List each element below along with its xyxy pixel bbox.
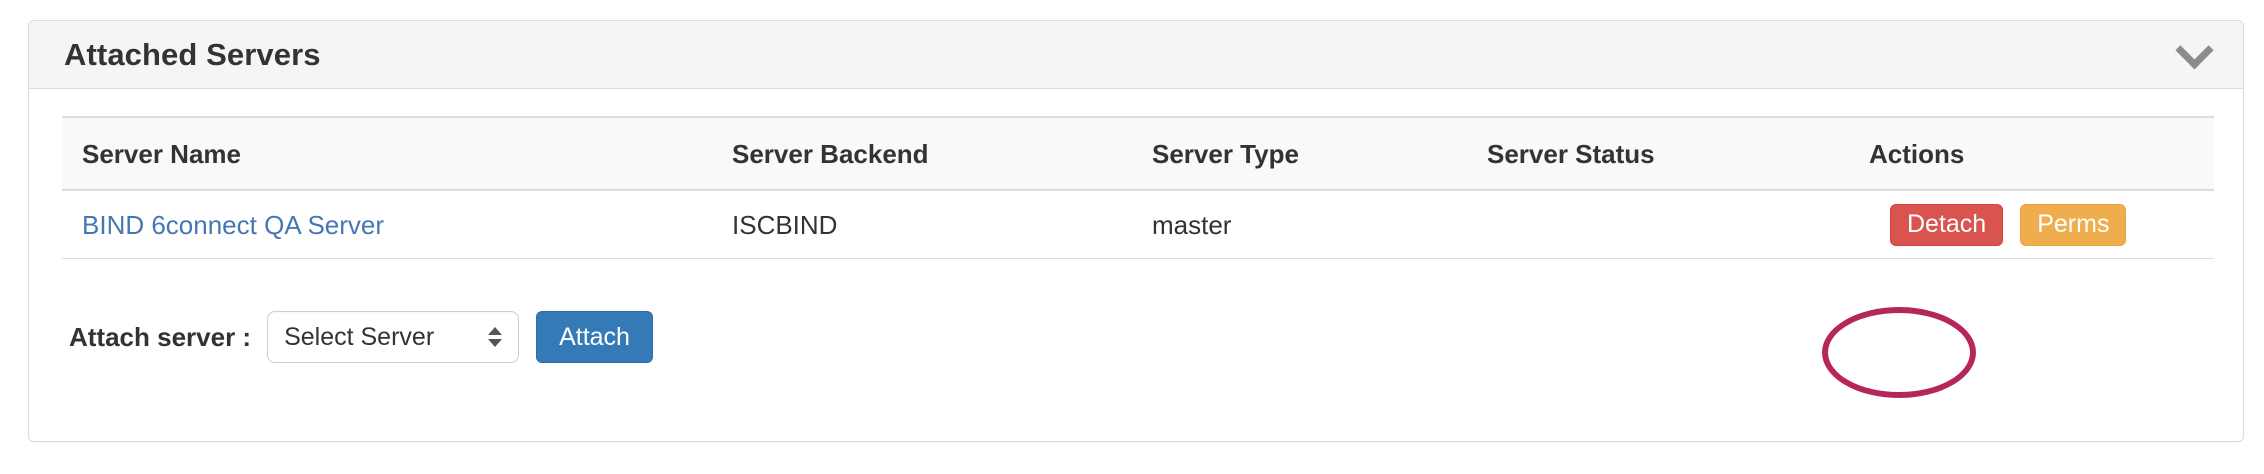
cell-server-name: BIND 6connect QA Server	[62, 190, 732, 259]
table-header-row: Server Name Server Backend Server Type S…	[62, 117, 2214, 190]
action-button-group: Detach Perms	[1890, 203, 2127, 246]
page-title: Attached Servers	[64, 37, 321, 72]
attached-servers-table: Server Name Server Backend Server Type S…	[62, 116, 2214, 259]
server-name-link[interactable]: BIND 6connect QA Server	[82, 210, 385, 240]
server-select[interactable]: Select Server	[267, 311, 520, 363]
cell-server-backend: ISCBIND	[732, 190, 1152, 259]
column-header-server-status: Server Status	[1487, 139, 1655, 169]
panel-body: Server Name Server Backend Server Type S…	[29, 89, 2243, 441]
perms-button[interactable]: Perms	[2020, 203, 2127, 246]
chevron-up-icon	[488, 327, 503, 335]
detach-button[interactable]: Detach	[1890, 203, 2004, 246]
chevron-down-icon	[2174, 31, 2214, 70]
table-body: BIND 6connect QA Server ISCBIND master D…	[62, 190, 2214, 259]
panel-header: Attached Servers	[29, 21, 2243, 89]
column-header-server-type: Server Type	[1152, 139, 1299, 169]
column-header-server-backend: Server Backend	[732, 139, 929, 169]
server-select-value: Select Server	[284, 322, 435, 351]
table-row: BIND 6connect QA Server ISCBIND master D…	[62, 190, 2214, 259]
table-head: Server Name Server Backend Server Type S…	[62, 117, 2214, 190]
attach-button[interactable]: Attach	[536, 311, 653, 363]
column-header-actions: Actions	[1869, 139, 1965, 169]
chevron-down-icon	[488, 339, 503, 347]
column-header-server-name: Server Name	[82, 139, 241, 169]
attach-server-label: Attach server :	[69, 321, 252, 352]
panel-collapse-toggle[interactable]	[2173, 31, 2215, 76]
annotation-ellipse-detach	[1822, 307, 1976, 398]
cell-server-type: master	[1152, 190, 1487, 259]
select-spinner-icon	[488, 327, 503, 347]
attach-server-row: Attach server : Select Server Attach	[69, 311, 653, 363]
cell-actions: Detach Perms	[1869, 190, 2214, 259]
attached-servers-panel: Attached Servers Server Name Server Back…	[28, 20, 2244, 442]
cell-server-status	[1487, 190, 1869, 259]
